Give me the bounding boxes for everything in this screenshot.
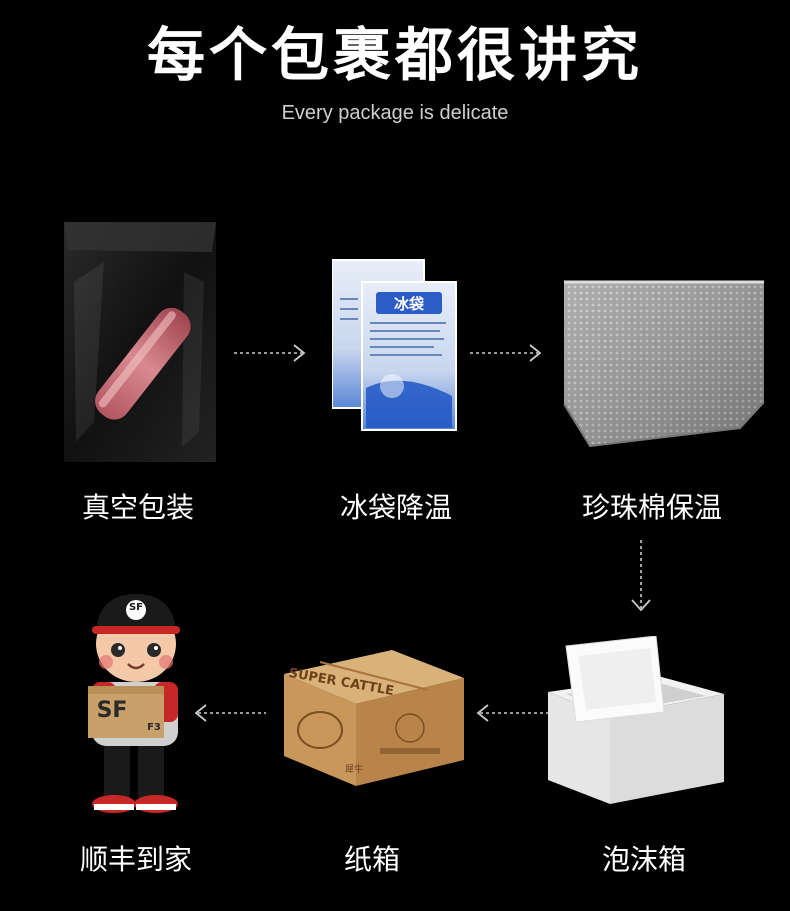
arrow-right-1-icon [232,343,310,363]
step-label-insulated-bag: 珍珠棉保温 [581,491,722,524]
step-label-vacuum: 真空包装 [81,491,194,524]
vacuum-pack-image [64,222,216,462]
ice-pack-brand-text: 冰袋 [393,295,424,313]
page-title: 每个包裹都很讲究 [146,21,643,89]
insulated-bag-image [560,278,768,450]
step-label-ice-pack: 冰袋降温 [339,491,452,524]
carton-box-image: SUPER CATTLE 犀牛 [280,644,466,788]
ice-pack-image: 冰袋 [332,258,458,432]
courier-cap-logo: SF [128,602,144,613]
courier-box-code: F3 [147,722,161,733]
carton-logo-text: 犀牛 [344,765,363,775]
courier-box-logo: SF [96,698,128,723]
arrow-down-icon [628,538,654,616]
arrow-left-1-icon [190,703,268,723]
page-subtitle: Every package is delicate [281,102,509,124]
arrow-left-2-icon [472,703,550,723]
arrow-right-2-icon [468,343,546,363]
step-label-carton: 纸箱 [343,843,400,876]
foam-box-image [546,636,726,806]
step-label-foam-box: 泡沫箱 [601,843,686,876]
step-label-courier: 顺丰到家 [79,843,192,876]
courier-character-image: SF SF F3 [70,590,200,820]
